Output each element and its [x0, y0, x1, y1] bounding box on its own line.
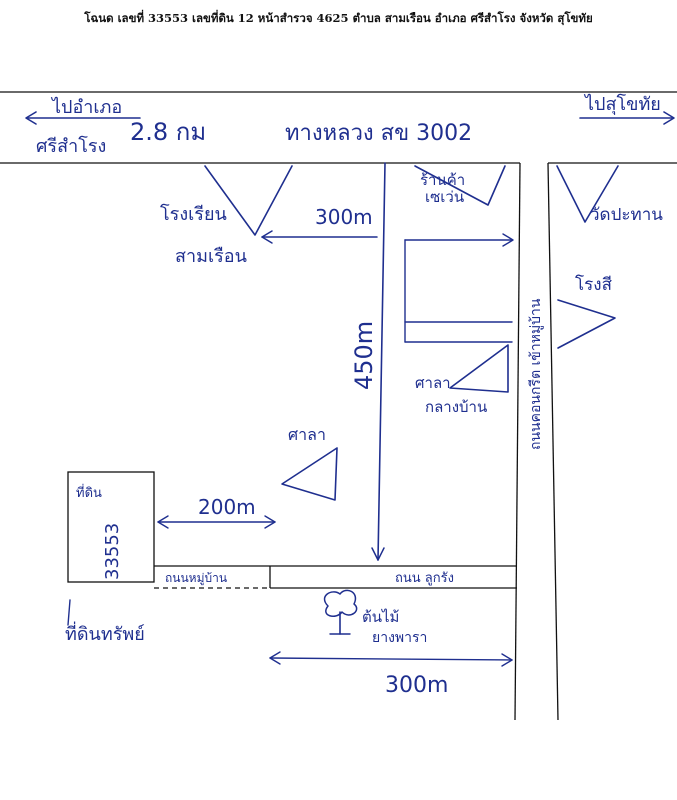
concrete-road-label: ถนนคอนกรีต เข้าหมู่บ้าน	[528, 298, 544, 450]
property-owner-label: ที่ดินทรัพย์	[65, 621, 145, 645]
bottom-distance-label: 300m	[385, 673, 448, 698]
left-destination-label-1: ไปอำเภอ	[50, 96, 122, 118]
property-box-label-1: ที่ดิน	[76, 484, 102, 501]
property-distance-label: 200m	[198, 495, 256, 519]
school-label-1: โรงเรียน	[160, 203, 227, 225]
market-marker	[449, 344, 509, 393]
rubber-tree-label-1: ต้นไม้	[362, 608, 399, 626]
rubber-tree-label-2: ยางพารา	[372, 630, 427, 646]
page-title: โฉนด เลขที่ 33553 เลขที่ดิน 12 หน้าสำรวจ…	[84, 11, 593, 25]
school-distance-label: 300m	[315, 205, 373, 229]
school-distance-arrow	[261, 230, 378, 244]
side-road-east-edge	[547, 162, 559, 721]
left-destination-arrow	[25, 111, 141, 125]
side-road-arrow-1	[404, 233, 514, 247]
tree-icon	[323, 589, 358, 635]
rice-mill-label: โรงสี	[575, 274, 613, 295]
shop-label-1: ร้านค้า	[420, 171, 465, 189]
school-label-2: สามเรือน	[175, 246, 247, 267]
left-destination-label-2: ศรีสำโรง	[36, 135, 106, 157]
hall-marker	[281, 447, 338, 501]
temple-label: วัดปะทาน	[590, 205, 663, 225]
vertical-distance-label: 450m	[350, 321, 378, 390]
school-road-vertical	[377, 162, 386, 561]
highway-road-name: ทางหลวง สข 3002	[285, 121, 472, 146]
school-marker	[204, 165, 293, 236]
right-destination-arrow	[579, 111, 675, 125]
temple-marker	[556, 165, 619, 223]
market-label-1: ศาลา	[415, 374, 451, 392]
village-road-label: ถนนหมู่บ้าน	[165, 571, 227, 586]
highway-distance: 2.8 กม	[130, 118, 206, 146]
hall-label: ศาลา	[288, 425, 326, 444]
right-destination-label: ไปสุโขทัย	[583, 93, 661, 115]
market-label-2: กลางบ้าน	[425, 398, 487, 416]
side-road-west-edge	[514, 162, 521, 721]
property-parcel	[67, 471, 155, 583]
property-pointer	[67, 599, 71, 626]
shop-label-2: เซเว่น	[425, 188, 464, 206]
vertical-distance-arrow	[371, 547, 385, 561]
property-box-label-2: 33553	[102, 523, 123, 580]
rice-mill-marker	[557, 299, 616, 349]
side-road-label: ถนน ลูกรัง	[395, 571, 454, 586]
property-distance-arrow	[157, 515, 276, 529]
shop-marker	[414, 165, 506, 206]
bottom-distance-arrow	[269, 651, 513, 667]
